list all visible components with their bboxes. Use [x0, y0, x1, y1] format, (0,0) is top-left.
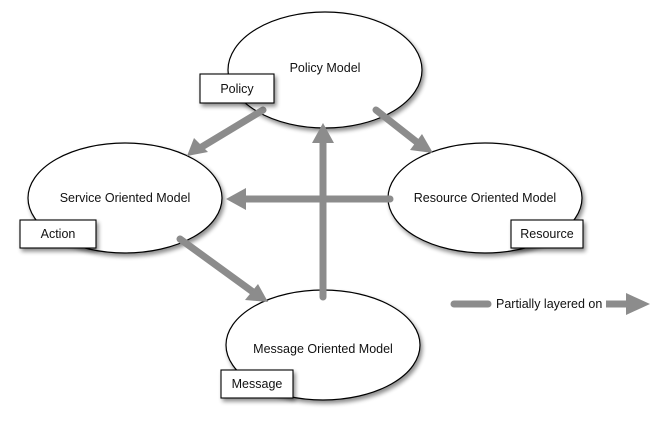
- action-tag-box: Action: [19, 219, 97, 249]
- message-tag-box: Message: [220, 369, 294, 399]
- legend-arrow: [450, 293, 650, 315]
- policy-model-node: Policy Model: [227, 11, 423, 129]
- policy-tag-label: Policy: [220, 82, 254, 96]
- action-tag-label: Action: [41, 227, 76, 241]
- policy-model-label: Policy Model: [290, 61, 361, 75]
- legend-label: Partially layered on: [496, 297, 602, 311]
- arrow-message-to-policy: [312, 123, 334, 301]
- arrow-resource-to-service: [226, 188, 394, 210]
- message-oriented-model-label: Message Oriented Model: [253, 342, 393, 356]
- service-oriented-model-label: Service Oriented Model: [60, 191, 191, 205]
- arrow-service-to-message: [176, 235, 268, 302]
- resource-tag-label: Resource: [520, 227, 574, 241]
- policy-tag-box: Policy: [199, 73, 275, 104]
- message-tag-label: Message: [232, 377, 283, 391]
- arrow-policy-to-resource: [372, 106, 433, 153]
- resource-oriented-model-label: Resource Oriented Model: [414, 191, 556, 205]
- resource-tag-box: Resource: [510, 219, 584, 249]
- arrow-policy-to-service: [187, 106, 267, 156]
- arrows: [176, 106, 650, 315]
